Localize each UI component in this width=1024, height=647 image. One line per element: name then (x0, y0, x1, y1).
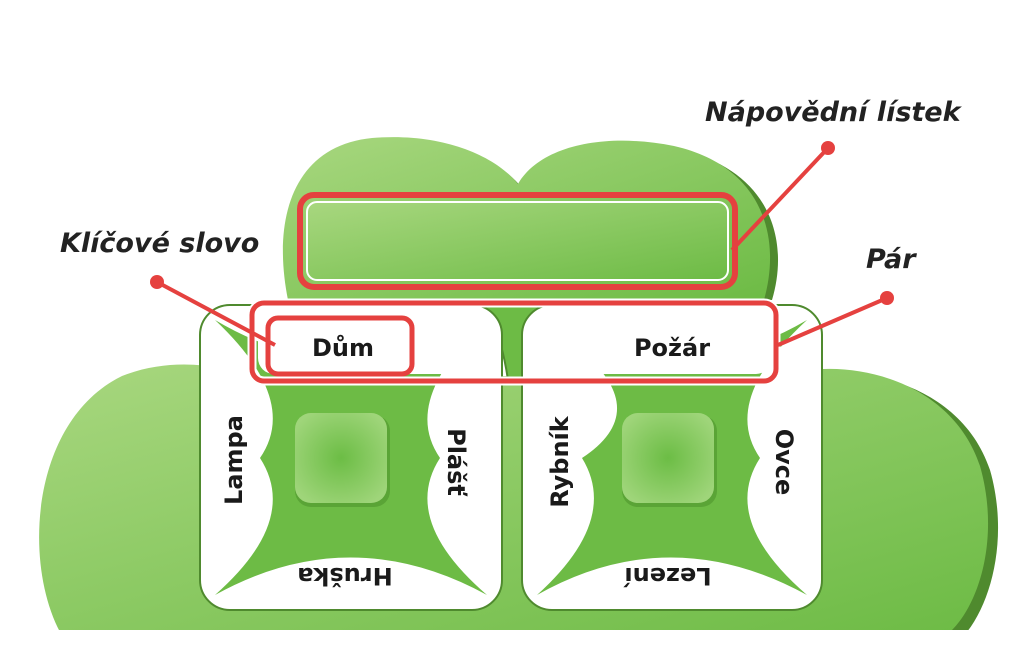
keyword-left-bottom: Hruška (297, 562, 392, 590)
keyword-top-right: Požár (634, 334, 710, 362)
pair-highlight (249, 300, 779, 384)
hint-slip (297, 192, 738, 290)
card-left (199, 304, 503, 611)
keyword-left-left: Lampa (220, 415, 248, 505)
pair-label: Pár (866, 244, 917, 275)
card-left-center-square (295, 413, 387, 503)
callout-lines (150, 141, 894, 347)
clover-bottom-leaves (39, 364, 999, 640)
keyword-right-right: Ovce (770, 429, 798, 496)
keyword-left-right: Plášť (442, 428, 470, 497)
keyword-right-left: Rybník (546, 415, 574, 508)
card-right-center-square (622, 413, 714, 503)
keyword-right-bottom: Lezení (623, 562, 712, 590)
keyword-highlight (265, 315, 415, 377)
hint-slip-label: Nápovědní lístek (705, 97, 963, 128)
keyword-label: Klíčové slovo (60, 228, 259, 259)
keyword-top-left: Dům (312, 334, 374, 362)
